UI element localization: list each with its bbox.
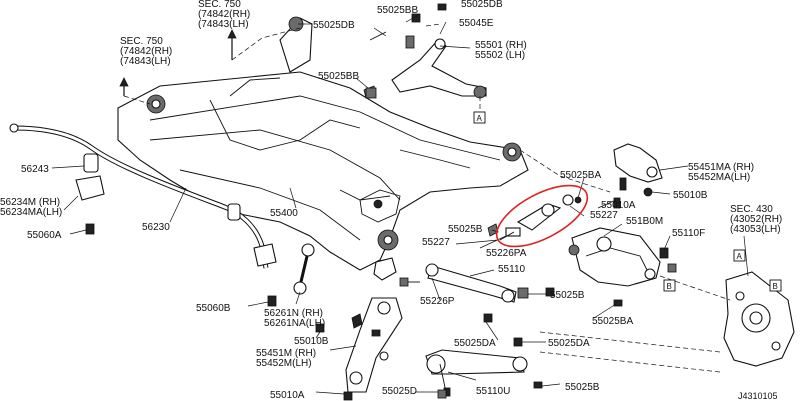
label-55025b-bottom: 55025B bbox=[565, 382, 600, 393]
label-55451m: 55451M (RH) 55452M(LH) bbox=[256, 348, 319, 369]
knuckle-sec430 bbox=[723, 271, 795, 367]
label-55400: 55400 bbox=[270, 208, 298, 219]
label-55227-right: 55227 bbox=[590, 210, 618, 221]
label-55025db-tr: 55025DB bbox=[461, 0, 503, 10]
svg-text:A: A bbox=[477, 114, 483, 123]
label-55226pa: 55226PA bbox=[486, 248, 527, 259]
label-55451ma: 55451MA (RH) 55452MA(LH) bbox=[688, 162, 757, 183]
stabilizer-link-56261n bbox=[293, 243, 363, 329]
label-55110u: 55110U bbox=[476, 386, 510, 397]
suspension-member-55400 bbox=[117, 16, 529, 281]
label-55025b-small: 55025B bbox=[448, 224, 483, 235]
link-55110u bbox=[425, 313, 543, 397]
label-56243: 56243 bbox=[21, 164, 49, 175]
reference-markers: A A B B bbox=[473, 111, 782, 292]
label-55010a-bottom: 55010A bbox=[270, 390, 305, 401]
label-55010b-left: 55010B bbox=[294, 336, 329, 347]
label-55045e: 55045E bbox=[459, 18, 494, 29]
fasteners bbox=[85, 13, 677, 401]
lower-arm-551b0m bbox=[568, 227, 669, 307]
svg-text:A: A bbox=[737, 252, 743, 261]
svg-text:B: B bbox=[667, 282, 672, 291]
label-55025ba-bottom: 55025BA bbox=[592, 316, 633, 327]
label-corner-code: J4310105 bbox=[738, 391, 778, 401]
label-56234m: 56234M (RH) 56234MA(LH) bbox=[0, 197, 63, 218]
label-55025da-1: 55025DA bbox=[454, 338, 496, 349]
stabilizer-bar-56230 bbox=[9, 123, 277, 269]
parts-drawing bbox=[9, 3, 795, 401]
label-55025d: 55025D bbox=[382, 386, 417, 397]
label-55025b-mid: 55025B bbox=[550, 290, 585, 301]
label-56230: 56230 bbox=[142, 222, 170, 233]
label-55025db-top: 55025DB bbox=[313, 20, 355, 31]
bracket-55451ma bbox=[613, 143, 663, 197]
leader-lines bbox=[51, 13, 749, 395]
label-55025bb-top: 55025BB bbox=[377, 5, 418, 16]
label-sec750-left: SEC. 750 (74842(RH) (74843(LH) bbox=[120, 36, 175, 67]
label-55226p: 55226P bbox=[420, 296, 455, 307]
label-55025ba-top: 55025BA bbox=[560, 170, 601, 181]
label-55110: 55110 bbox=[498, 264, 526, 275]
highlight-toe-link bbox=[495, 184, 589, 248]
label-55025da-2: 55025DA bbox=[548, 338, 590, 349]
label-sec750-top: SEC. 750 (74842(RH) (74843(LH) bbox=[198, 0, 253, 30]
link-55110 bbox=[399, 263, 529, 303]
ref-box-a-top: A bbox=[473, 111, 486, 124]
section-arrows bbox=[119, 29, 237, 96]
label-56261n: 56261N (RH) 56261NA(LH) bbox=[264, 308, 326, 329]
label-55025bb-mid: 55025BB bbox=[318, 71, 359, 82]
ref-box-a-right: A bbox=[733, 249, 746, 262]
label-55227-left: 55227 bbox=[422, 237, 450, 248]
svg-text:B: B bbox=[773, 282, 778, 291]
ref-box-b-right: B bbox=[769, 279, 782, 292]
label-551b0m: 551B0M bbox=[626, 216, 663, 227]
toe-link-55227 bbox=[487, 194, 582, 241]
ref-box-b-mid: B bbox=[663, 279, 676, 292]
label-55060b: 55060B bbox=[196, 303, 231, 314]
label-sec430: SEC. 430 (43052(RH) (43053(LH) bbox=[730, 204, 785, 235]
lower-link-55451m bbox=[345, 297, 403, 393]
label-55060a: 55060A bbox=[27, 230, 62, 241]
label-55110f: 55110F bbox=[672, 228, 705, 239]
label-55501: 55501 (RH) 55502 (LH) bbox=[475, 40, 529, 61]
label-55010b-right: 55010B bbox=[673, 190, 708, 201]
label-55010a-mid: 55010A bbox=[601, 200, 636, 211]
